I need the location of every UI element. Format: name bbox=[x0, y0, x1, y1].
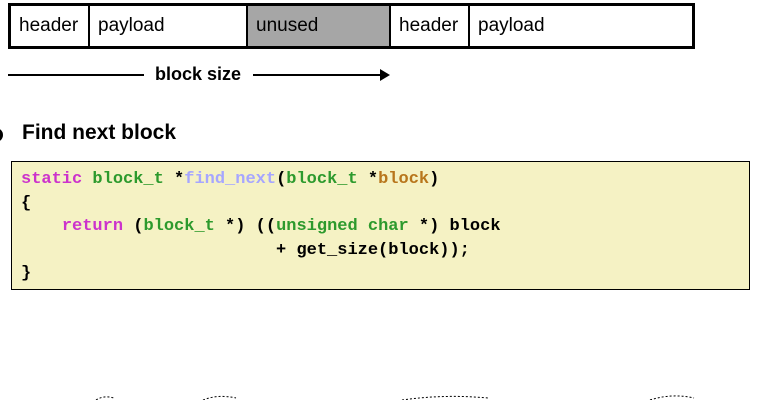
code-listing: static block_t *find_next(block_t *block… bbox=[11, 161, 750, 290]
block-header-cell: header bbox=[11, 6, 90, 46]
code-token: block_t bbox=[143, 217, 215, 236]
next-block-payload-cell: payload bbox=[478, 15, 545, 36]
dashed-arc-3 bbox=[401, 395, 489, 400]
code-token bbox=[21, 217, 62, 236]
block-payload-cell: payload bbox=[90, 6, 248, 46]
dashed-arc-2 bbox=[202, 395, 237, 400]
code-token: block_t bbox=[92, 170, 164, 189]
block-unused-cell: unused bbox=[248, 6, 391, 46]
code-line: return (block_t *) ((unsigned char *) bl… bbox=[21, 215, 740, 239]
code-token: * bbox=[163, 170, 185, 189]
block-size-arrow: block size bbox=[8, 64, 390, 86]
code-token: return bbox=[61, 217, 124, 236]
arrow-head-icon bbox=[380, 69, 390, 81]
code-token bbox=[82, 170, 92, 189]
code-token: ) bbox=[429, 170, 440, 189]
code-token: static bbox=[21, 170, 83, 189]
dashed-arc-4 bbox=[649, 395, 695, 400]
code-token: { bbox=[21, 193, 32, 213]
code-token: + get_size(block)); bbox=[21, 240, 470, 260]
code-token: unsigned char bbox=[276, 217, 409, 236]
code-token: find_next bbox=[184, 170, 277, 189]
code-line: } bbox=[21, 262, 740, 286]
memory-layout-diagram: header payload unused header payload bbox=[8, 3, 695, 49]
block-size-line-right bbox=[253, 74, 381, 76]
section-title: Find next block bbox=[22, 121, 177, 144]
block-size-label: block size bbox=[155, 64, 242, 84]
code-token: * bbox=[357, 170, 379, 189]
code-line: { bbox=[21, 192, 740, 216]
dashed-arcs-decoration bbox=[95, 395, 695, 400]
code-token: *) block bbox=[408, 217, 501, 236]
next-block-header-cell: header bbox=[391, 6, 470, 46]
code-line: + get_size(block)); bbox=[21, 239, 740, 263]
code-token: *) (( bbox=[214, 217, 277, 236]
code-token: ( bbox=[123, 217, 144, 236]
code-token: block bbox=[378, 170, 430, 189]
code-token: block_t bbox=[286, 170, 358, 189]
dashed-arc-1 bbox=[95, 396, 115, 400]
block-size-line-left bbox=[8, 74, 144, 76]
code-token: } bbox=[21, 264, 32, 283]
code-line: static block_t *find_next(block_t *block… bbox=[21, 168, 740, 192]
code-token: ( bbox=[276, 170, 287, 189]
bullet-icon bbox=[0, 128, 3, 142]
